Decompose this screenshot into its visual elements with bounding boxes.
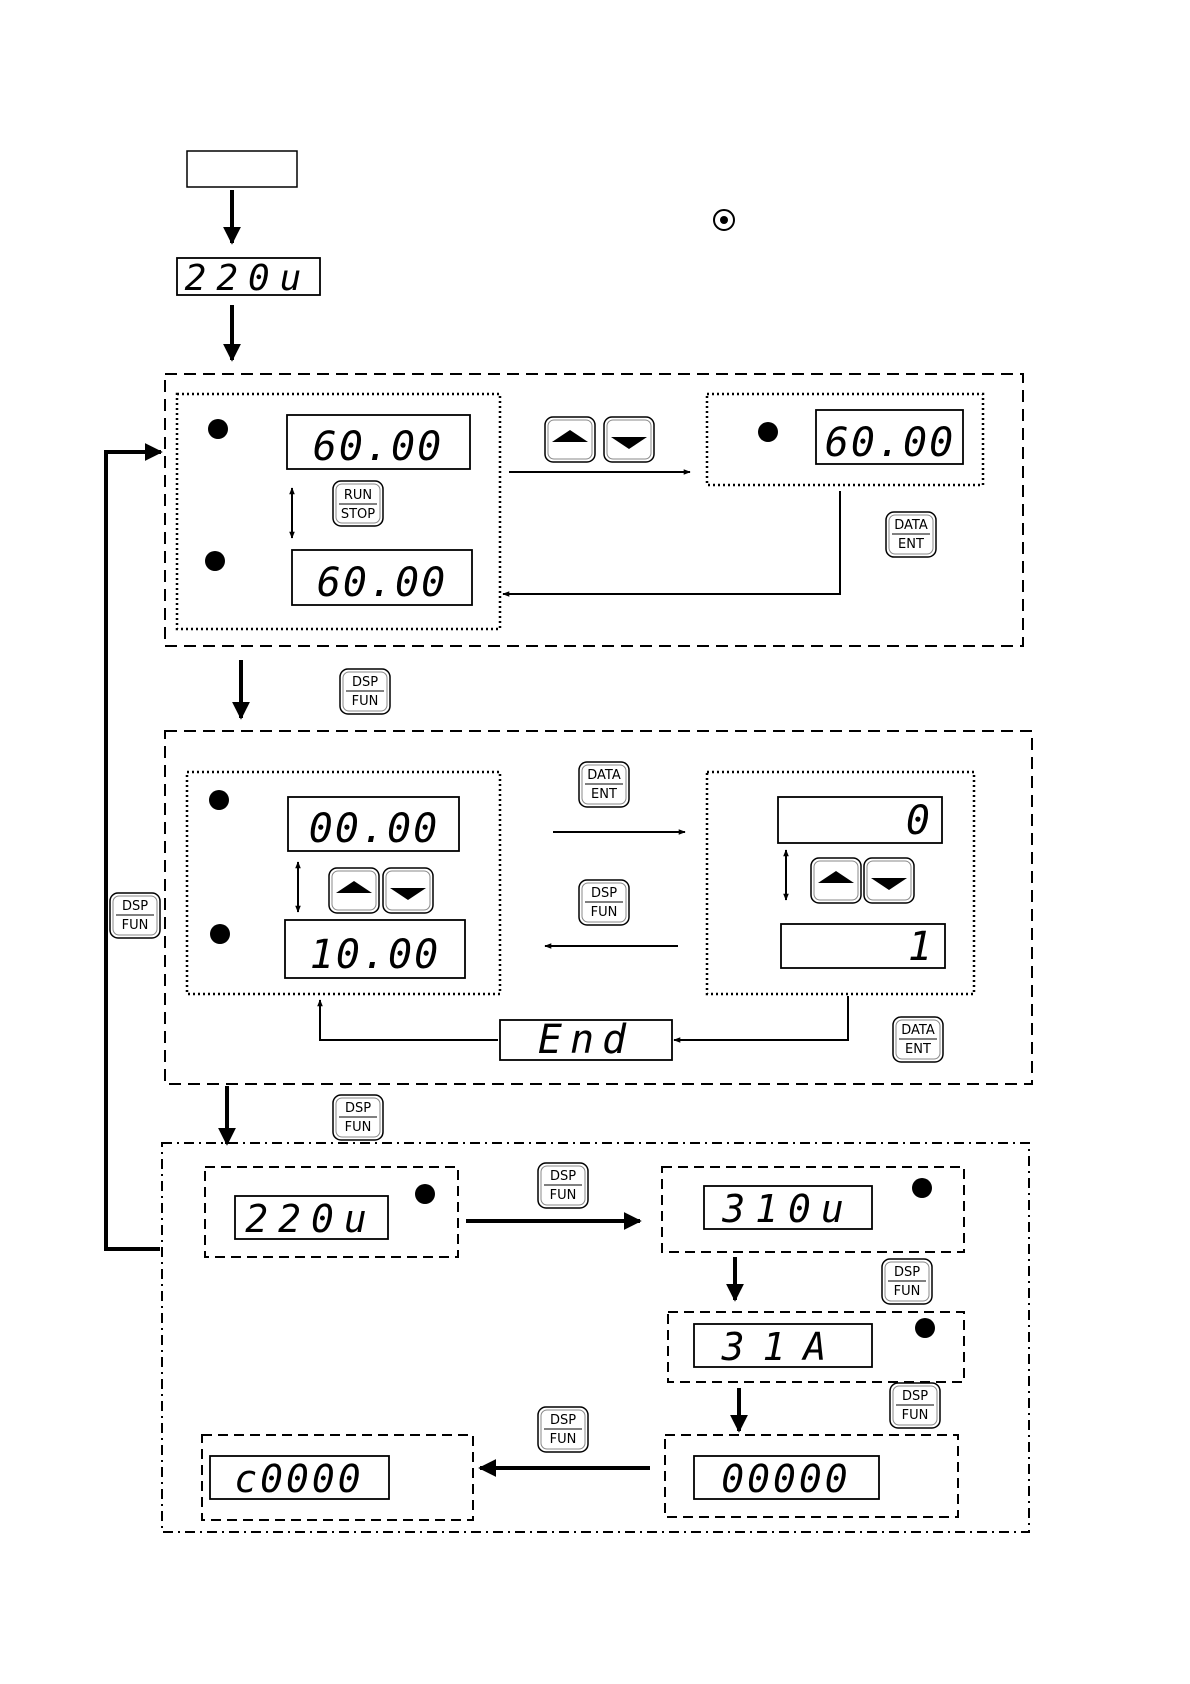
key-label-top: DATA	[894, 518, 928, 533]
data-ent-key[interactable]: DATA ENT	[886, 512, 936, 557]
lcd-display-frequency-run: 60.00	[292, 550, 472, 606]
key-label-top: DSP	[345, 1101, 371, 1116]
lcd-display-parameter-1: 00.00	[288, 797, 459, 852]
key-label-top: DSP	[122, 899, 148, 914]
key-label-bottom: FUN	[902, 1408, 929, 1423]
dsp-fun-key[interactable]: DSP FUN	[538, 1407, 588, 1452]
flow-arrow	[503, 491, 840, 594]
status-led-dot	[915, 1318, 935, 1338]
data-ent-key[interactable]: DATA ENT	[579, 762, 629, 807]
key-label-top: DSP	[550, 1169, 576, 1184]
key-label-bottom: ENT	[898, 537, 924, 552]
circle-dot-center	[720, 216, 728, 224]
down-key[interactable]	[383, 868, 433, 913]
status-led-dot	[209, 790, 229, 810]
lcd-display-monitor-4: 00000	[694, 1456, 879, 1501]
status-led-dot	[912, 1178, 932, 1198]
flow-arrow	[674, 996, 848, 1040]
lcd-value: 10.00	[310, 932, 440, 978]
lcd-value: 0	[906, 798, 930, 844]
lcd-value: 60.00	[313, 424, 443, 470]
dsp-fun-key[interactable]: DSP FUN	[579, 880, 629, 925]
dsp-fun-key[interactable]: DSP FUN	[890, 1383, 940, 1428]
lcd-display-power-on: 220u	[177, 258, 320, 299]
power-on-box	[187, 151, 297, 187]
lcd-display-monitor-3: 31A	[694, 1324, 872, 1369]
lcd-value: 1	[908, 924, 932, 970]
dsp-fun-key[interactable]: DSP FUN	[110, 893, 160, 938]
key-label-top: DATA	[901, 1023, 935, 1038]
key-label-bottom: ENT	[905, 1042, 931, 1057]
lcd-value: 60.00	[825, 420, 955, 466]
lcd-value: 220u	[185, 258, 312, 299]
lcd-display-monitor-2: 310u	[704, 1186, 872, 1231]
key-label-bottom: FUN	[550, 1432, 577, 1447]
up-key[interactable]	[545, 417, 595, 462]
lcd-display-monitor-5: c0000	[210, 1456, 389, 1501]
return-loop-arrow	[106, 452, 161, 1249]
status-led-dot	[758, 422, 778, 442]
dsp-fun-key[interactable]: DSP FUN	[333, 1095, 383, 1140]
key-label-top: RUN	[344, 488, 372, 503]
key-label-top: DSP	[352, 675, 378, 690]
run-stop-key[interactable]: RUN STOP	[333, 481, 383, 526]
key-label-bottom: FUN	[591, 905, 618, 920]
lcd-display-value-0: 0	[778, 797, 942, 844]
lcd-display-frequency-edit: 60.00	[816, 410, 963, 466]
up-key[interactable]	[329, 868, 379, 913]
down-key[interactable]	[604, 417, 654, 462]
lcd-display-end: End	[500, 1017, 672, 1063]
lcd-value: 31A	[721, 1325, 845, 1369]
lcd-value: 310u	[721, 1187, 854, 1231]
lcd-display-value-1: 1	[781, 924, 945, 970]
key-label-bottom: STOP	[341, 507, 375, 522]
key-label-bottom: FUN	[352, 694, 379, 709]
status-led-dot	[205, 551, 225, 571]
data-ent-key[interactable]: DATA ENT	[893, 1017, 943, 1062]
lcd-display-parameter-2: 10.00	[285, 920, 465, 978]
key-label-bottom: FUN	[550, 1188, 577, 1203]
lcd-value: 00000	[721, 1457, 850, 1501]
key-label-top: DSP	[550, 1413, 576, 1428]
flow-arrow	[320, 1000, 498, 1040]
dsp-fun-key[interactable]: DSP FUN	[340, 669, 390, 714]
lcd-display-monitor-1: 220u	[235, 1196, 388, 1241]
dsp-fun-key[interactable]: DSP FUN	[882, 1259, 932, 1304]
key-label-top: DSP	[591, 886, 617, 901]
lcd-value: 00.00	[309, 806, 439, 852]
status-led-dot	[210, 924, 230, 944]
lcd-value: End	[538, 1017, 634, 1063]
key-label-top: DSP	[902, 1389, 928, 1404]
lcd-value: c0000	[234, 1457, 363, 1501]
down-key[interactable]	[864, 858, 914, 903]
key-label-bottom: FUN	[122, 918, 149, 933]
key-label-top: DATA	[587, 768, 621, 783]
key-label-bottom: FUN	[345, 1120, 372, 1135]
status-led-dot	[208, 419, 228, 439]
status-led-dot	[415, 1184, 435, 1204]
key-label-top: DSP	[894, 1265, 920, 1280]
up-key[interactable]	[811, 858, 861, 903]
lcd-display-frequency-main: 60.00	[287, 415, 470, 470]
key-label-bottom: ENT	[591, 787, 617, 802]
dsp-fun-key[interactable]: DSP FUN	[538, 1163, 588, 1208]
lcd-value: 60.00	[317, 560, 447, 606]
lcd-value: 220u	[245, 1197, 377, 1241]
key-label-bottom: FUN	[894, 1284, 921, 1299]
